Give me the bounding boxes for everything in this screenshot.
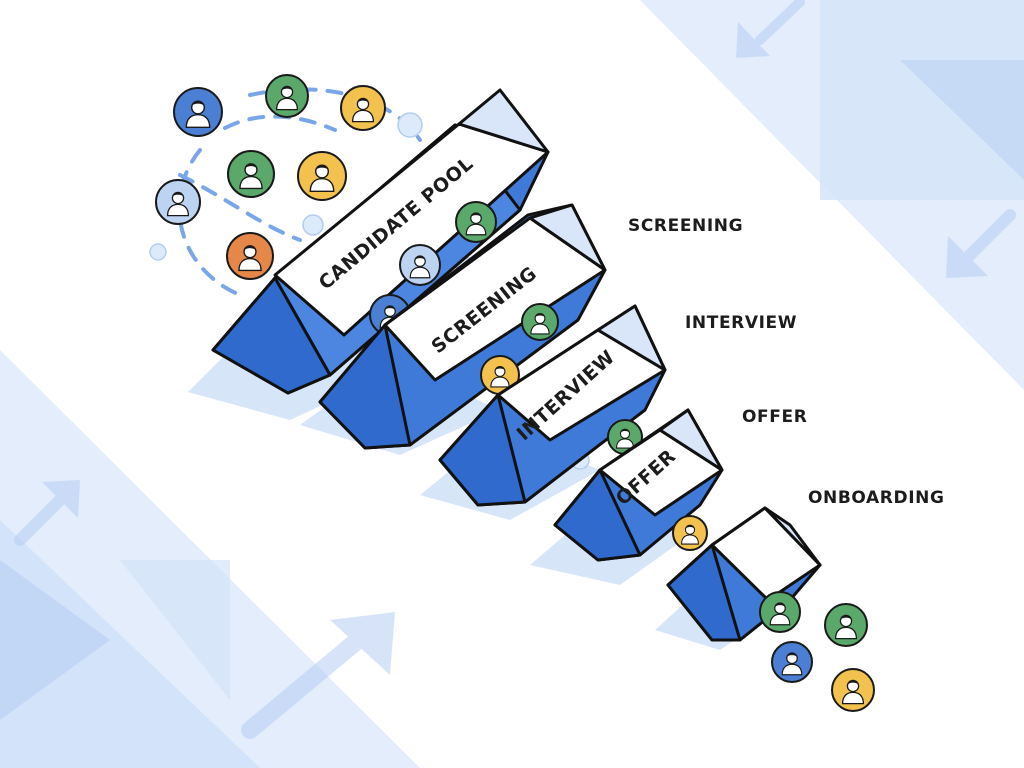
arrow-down-left-icon (946, 209, 1016, 278)
avatar (340, 85, 386, 131)
avatar (521, 303, 559, 341)
avatar (759, 591, 801, 633)
candidate-avatars (155, 74, 386, 280)
side-label-onboarding: ONBOARDING (808, 488, 945, 508)
avatar (771, 641, 813, 683)
funnel-segment-onboarding (666, 506, 822, 642)
side-label-screening: SCREENING (628, 216, 744, 236)
funnel-segment-candidate-pool: CANDIDATE POOL (211, 88, 550, 395)
side-label-interview: INTERVIEW (685, 313, 798, 333)
avatar (226, 232, 274, 280)
background-arrow-icons (14, 0, 1016, 739)
avatar (455, 201, 497, 243)
avatar (399, 244, 441, 286)
arrow-down-left-icon (736, 0, 805, 58)
arrow-up-right-icon (14, 480, 80, 546)
arrow-up-right-icon (241, 612, 395, 739)
avatar (297, 151, 347, 201)
avatar (265, 74, 309, 118)
hired-avatars (759, 591, 875, 712)
avatar (227, 150, 275, 198)
funnel-segment-offer: OFFER (553, 408, 724, 562)
side-label-offer: OFFER (742, 407, 808, 427)
avatar (672, 515, 708, 551)
avatar (831, 668, 875, 712)
avatar (173, 87, 223, 137)
avatar (824, 603, 868, 647)
funnel-segment-interview: INTERVIEW (438, 304, 667, 507)
funnel-segment-screening: SCREENING (318, 203, 607, 450)
avatar (155, 179, 201, 225)
